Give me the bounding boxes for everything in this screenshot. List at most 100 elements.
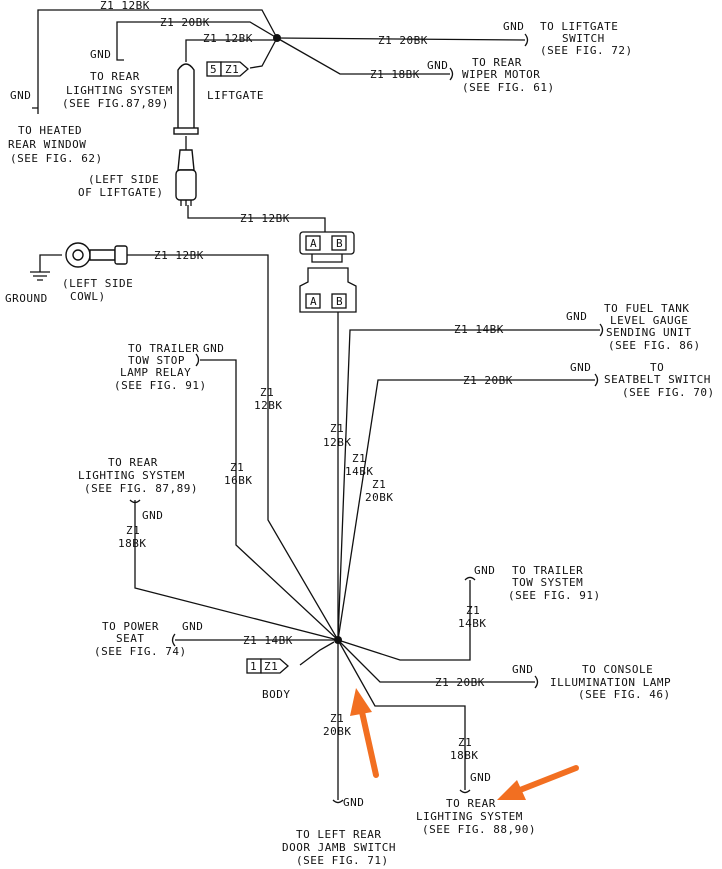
console-line1: TO CONSOLE [582,663,653,676]
fuel-line3: SENDING UNIT [606,326,691,339]
wiper-line2: WIPER MOTOR [462,68,540,81]
seatbelt-line2: SEATBELT SWITCH [604,373,711,386]
door-wb: 20BK [323,725,352,738]
liftgate-switch-wire: Z1 20BK [378,34,428,47]
heated-line2: REAR WINDOW [8,138,86,151]
pin-a-lower: A [310,295,317,308]
seatbelt-line1: TO [650,361,664,374]
rear-mid-wa: Z1 [126,524,140,537]
liftgate-switch-gnd: GND [503,20,524,33]
door-gnd: GND [343,796,364,809]
body-conn-code: Z1 [264,660,278,673]
rear-mid-wb: 18BK [118,537,147,550]
liftgate-switch-line1: TO LIFTGATE [540,20,618,33]
fuel-wire: Z1 14BK [454,323,504,336]
pin-b-lower: B [336,295,343,308]
trailer-stop-line2: TOW STOP [128,354,185,367]
trailer-stop-line4: (SEE FIG. 91) [114,379,207,392]
power-seat-line2: SEAT [116,632,145,645]
v14bk-a: Z1 [352,452,366,465]
power-seat-line1: TO POWER [102,620,159,633]
fuel-line2: LEVEL GAUGE [610,314,688,327]
door-line3: (SEE FIG. 71) [296,854,389,867]
fuel-gnd: GND [566,310,587,323]
body-label: BODY [262,688,291,701]
door-line1: TO LEFT REAR [296,828,381,841]
trailer-tow-line3: (SEE FIG. 91) [508,589,601,602]
cowl-line2: COWL) [70,290,106,303]
liftgate-conn-code: Z1 [225,63,239,76]
trailer-stop-line3: LAMP RELAY [120,366,191,379]
door-wa: Z1 [330,712,344,725]
main-splice [334,636,342,644]
liftgate-switch-line2: SWITCH [562,32,605,45]
ab-connector-lower [299,267,357,313]
wire-12bk-c: Z1 12BK [240,212,290,225]
seatbelt-line3: (SEE FIG. 70) [622,386,715,399]
ground-wire: Z1 12BK [154,249,204,262]
trailer-tow-wb: 14BK [458,617,487,630]
top-splice [273,34,281,42]
rear-bot-wb: 18BK [450,749,479,762]
liftgate-conn-num: 5 [210,63,217,76]
power-seat-gnd: GND [182,620,203,633]
heated-line3: (SEE FIG. 62) [10,152,103,165]
rear-bot-line2: LIGHTING SYSTEM [416,810,523,823]
main-wires [134,312,600,800]
v12bk-a: Z1 [260,386,274,399]
v20bk-a: Z1 [372,478,386,491]
fuel-line1: TO FUEL TANK [604,302,689,315]
ground-label: GROUND [5,292,48,305]
liftgate-switch-line3: (SEE FIG. 72) [540,44,633,57]
wiper-line3: (SEE FIG. 61) [462,81,555,94]
rear-mid-gnd: GND [142,509,163,522]
pin-a-upper: A [310,237,317,250]
v12bk-center-a: Z1 [330,422,344,435]
top-wires [32,9,526,232]
power-seat-line3: (SEE FIG. 74) [94,645,187,658]
console-line3: (SEE FIG. 46) [578,688,671,701]
trailer-stop-line1: TO TRAILER [128,342,199,355]
left-liftgate-line2: OF LIFTGATE) [78,186,163,199]
wire-12bk-a: Z1 12BK [100,0,150,12]
wiper-wire: Z1 18BK [370,68,420,81]
trailer-tow-line2: TOW SYSTEM [512,576,583,589]
rear-bot-line3: (SEE FIG. 88,90) [422,823,536,836]
rear-top-line2: LIGHTING SYSTEM [66,84,173,97]
door-line2: DOOR JAMB SWITCH [282,841,396,854]
v12bk-b: 12BK [254,399,283,412]
left-liftgate-line1: (LEFT SIDE [88,173,159,186]
liftgate-label: LIFTGATE [207,89,264,102]
console-line2: ILLUMINATION LAMP [550,676,671,689]
liftgate-ground-component [173,63,199,206]
ab-connector-upper [299,231,355,263]
fuel-line4: (SEE FIG. 86) [608,339,701,352]
rear-bot-wa: Z1 [458,736,472,749]
trailer-stop-gnd: GND [203,342,224,355]
rear-top-line3: (SEE FIG.87,89) [62,97,169,110]
heated-line1: TO HEATED [18,124,82,137]
trailer-tow-gnd: GND [474,564,495,577]
power-seat-wire: Z1 14BK [243,634,293,647]
ground-lug [30,242,339,641]
body-connector [246,658,289,674]
rear-bot-gnd: GND [470,771,491,784]
seatbelt-wire: Z1 20BK [463,374,513,387]
rear-mid-line3: (SEE FIG. 87,89) [84,482,198,495]
rear-mid-line2: LIGHTING SYSTEM [78,469,185,482]
rear-mid-line1: TO REAR [108,456,158,469]
v14bk-b: 14BK [345,465,374,478]
v16bk-b: 16BK [224,474,253,487]
liftgate-connector [206,61,249,77]
v20bk-b: 20BK [365,491,394,504]
wire-12bk-b: Z1 12BK [203,32,253,45]
gnd-rear-top: GND [90,48,111,61]
v16bk-a: Z1 [230,461,244,474]
rear-bot-line1: TO REAR [446,797,496,810]
highlight-arrows [350,688,579,800]
wiper-gnd: GND [427,59,448,72]
body-conn-num: 1 [250,660,257,673]
cowl-line1: (LEFT SIDE [62,277,133,290]
wire-20bk-a: Z1 20BK [160,16,210,29]
